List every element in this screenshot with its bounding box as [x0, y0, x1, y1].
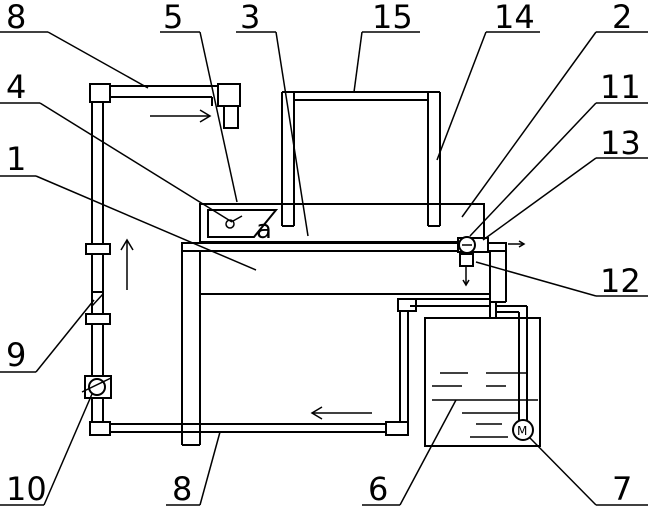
label-1: 1 [6, 140, 26, 178]
label-8-top: 8 [6, 0, 26, 36]
label-7: 7 [612, 470, 632, 508]
pipe-valve [81, 375, 112, 399]
label-9: 9 [6, 336, 26, 374]
label-3: 3 [240, 0, 260, 36]
label-12: 12 [600, 262, 641, 300]
reference-numerals: 8 5 3 15 14 2 4 11 1 13 12 9 10 8 6 7 [6, 0, 641, 508]
handle-frame [281, 91, 441, 227]
label-5: 5 [163, 0, 183, 36]
outlet-valve [457, 236, 526, 287]
label-15: 15 [372, 0, 413, 36]
main-tank [181, 242, 507, 446]
filter [91, 291, 104, 315]
label-10: 10 [6, 470, 47, 508]
feed-element: a [207, 209, 279, 245]
label-13: 13 [600, 124, 641, 162]
label-4: 4 [6, 68, 26, 106]
circulation-pipe [85, 83, 490, 436]
leader-lines [0, 31, 648, 506]
flow-arrows [120, 109, 372, 420]
label-11: 11 [600, 68, 641, 106]
label-2: 2 [612, 0, 632, 36]
motor-letter: M [517, 424, 527, 438]
motor: M [512, 419, 534, 441]
marker-a: a [256, 215, 272, 245]
reservoir [424, 317, 541, 447]
label-14: 14 [494, 0, 535, 36]
return-pipe [489, 302, 528, 420]
label-6: 6 [368, 470, 388, 508]
label-8-bottom: 8 [172, 470, 192, 508]
